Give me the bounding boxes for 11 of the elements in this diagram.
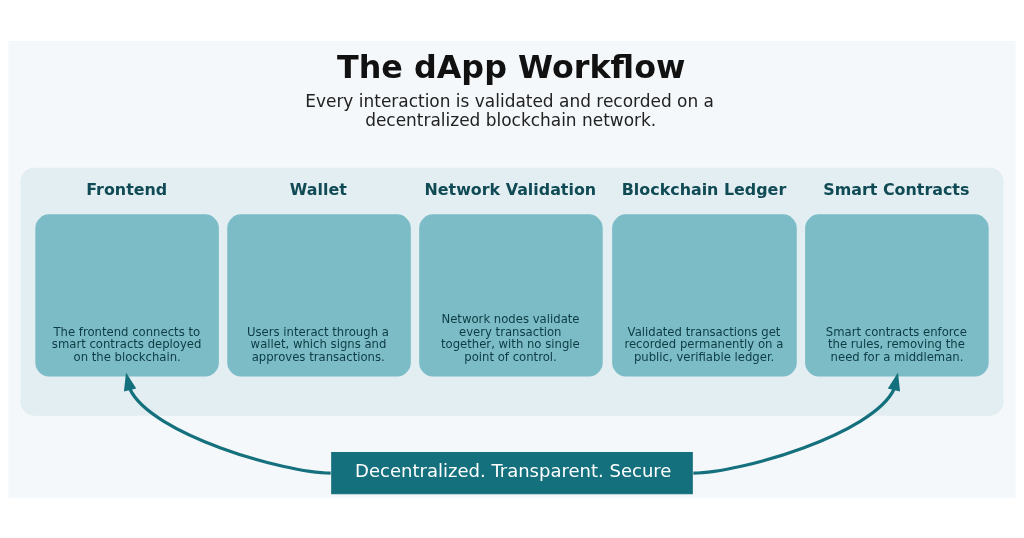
diagram-title: The dApp Workflow: [337, 47, 686, 85]
caption: Every interaction is validated and recorded on a decentralized blockchain network.: [305, 90, 714, 130]
node-label: Wallet: [289, 179, 347, 199]
node-label: Frontend: [86, 179, 168, 199]
node-box: Decentralized. Transparent. Secure: [331, 451, 693, 494]
node-label: Blockchain Ledger: [621, 179, 787, 199]
arrow: [693, 371, 901, 475]
arrow: [123, 371, 331, 475]
node-label: Smart Contracts: [823, 179, 970, 199]
node-label: Network Validation: [424, 179, 597, 199]
cluster: [20, 167, 1004, 416]
